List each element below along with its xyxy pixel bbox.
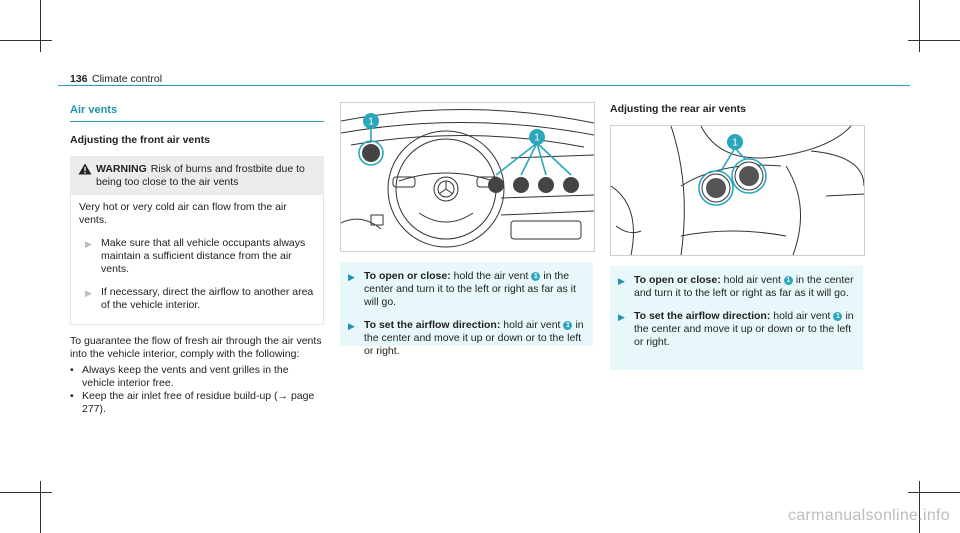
page-header-rule — [58, 71, 910, 86]
svg-text:1: 1 — [732, 138, 738, 149]
warning-label: WARNING — [96, 163, 147, 175]
left-column: Air vents Adjusting the front air vents … — [70, 104, 324, 416]
dashboard-illustration: 1 1 — [341, 108, 594, 248]
warning-headline: Risk of burns and frostbite due to being… — [96, 163, 305, 188]
warning-step: Make sure that all vehicle occupants alw… — [101, 237, 306, 275]
step-arrow-icon: ▶ — [85, 288, 92, 298]
callout-1-icon: 1 — [531, 272, 541, 281]
front-vents-subtitle: Adjusting the front air vents — [70, 134, 211, 146]
callout-1-icon: 1 — [529, 129, 545, 145]
chapter-title: Climate control — [92, 73, 163, 85]
svg-text:1: 1 — [368, 117, 374, 128]
front-vents-figure: 1 1 — [340, 102, 595, 252]
open-close-label: To open or close: — [364, 270, 451, 282]
crop-mark — [40, 481, 41, 533]
crop-mark — [919, 481, 920, 533]
crop-mark — [0, 492, 52, 493]
front-intro-text: To guarantee the flow of fresh air throu… — [70, 335, 322, 360]
crop-mark — [908, 492, 960, 493]
crop-mark — [40, 0, 41, 52]
section-rule — [70, 116, 324, 122]
warning-step: If necessary, direct the airflow to anot… — [101, 286, 314, 311]
airflow-label: To set the airflow direction: — [634, 310, 771, 322]
airflow-label: To set the airflow direction: — [364, 319, 501, 331]
list-item: •Keep the air inlet free of residue buil… — [70, 390, 315, 415]
callout-1-icon: 1 — [783, 276, 793, 285]
rear-vents-subtitle: Adjusting the rear air vents — [610, 103, 746, 115]
warning-body: Very hot or very cold air can flow from … — [79, 201, 287, 226]
warning-triangle-icon — [78, 163, 96, 178]
svg-text:1: 1 — [534, 133, 540, 144]
step-arrow-icon: ▶ — [85, 239, 92, 249]
list-item: •Always keep the vents and vent grilles … — [70, 364, 289, 389]
callout-1-icon: 1 — [833, 312, 843, 321]
page-number: 136 — [70, 73, 88, 85]
callout-1-icon: 1 — [563, 321, 573, 330]
step-arrow-icon: ▶ — [348, 321, 355, 331]
crop-mark — [908, 40, 960, 41]
callout-1-icon: 1 — [363, 113, 379, 129]
crop-mark — [919, 0, 920, 52]
rear-vents-figure: 1 — [610, 125, 865, 256]
step-arrow-icon: ▶ — [618, 276, 625, 286]
step-arrow-icon: ▶ — [618, 312, 625, 322]
callout-1-icon: 1 — [727, 134, 743, 150]
open-close-label: To open or close: — [634, 274, 721, 286]
step-arrow-icon: ▶ — [348, 272, 355, 282]
rear-console-illustration: 1 — [611, 126, 864, 255]
section-title: Air vents — [70, 104, 118, 116]
watermark: carmanualsonline.info — [788, 507, 950, 524]
crop-mark — [0, 40, 52, 41]
front-bullet-list: •Always keep the vents and vent grilles … — [70, 364, 324, 416]
